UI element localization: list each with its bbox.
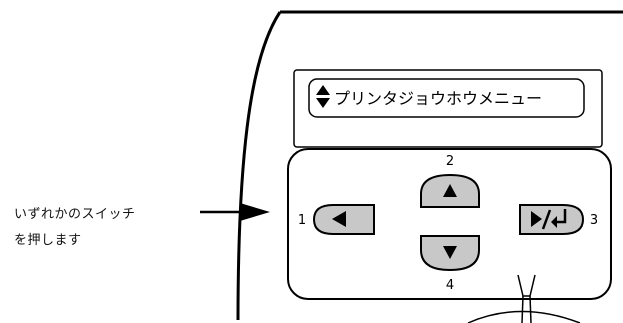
lcd-display: プリンタジョウホウメニュー xyxy=(293,69,603,148)
left-arrow-icon xyxy=(332,211,346,227)
button-number-3: 3 xyxy=(590,213,598,228)
button-number-1: 1 xyxy=(298,213,306,228)
button-number-2: 2 xyxy=(446,154,454,169)
down-button[interactable] xyxy=(420,235,480,272)
printer-body-outline xyxy=(236,10,623,321)
button-panel xyxy=(287,148,612,300)
play-icon xyxy=(531,211,542,227)
enter-return-icon xyxy=(556,209,567,224)
callout-line-1: いずれかのスイッチ xyxy=(14,207,136,222)
lcd-menu-text: プリンタジョウホウメニュー xyxy=(334,89,542,108)
callout-line-2: を押します xyxy=(14,233,82,248)
left-button[interactable] xyxy=(312,204,375,235)
down-arrow-icon xyxy=(443,246,457,259)
slash-icon xyxy=(541,209,552,230)
up-button[interactable] xyxy=(420,173,480,208)
button-number-4: 4 xyxy=(446,278,454,293)
enter-button[interactable] xyxy=(519,204,585,235)
up-arrow-icon xyxy=(443,184,457,197)
paper-lever xyxy=(467,274,581,323)
callout-arrow xyxy=(200,203,270,221)
up-down-scroll-icon xyxy=(316,85,330,108)
